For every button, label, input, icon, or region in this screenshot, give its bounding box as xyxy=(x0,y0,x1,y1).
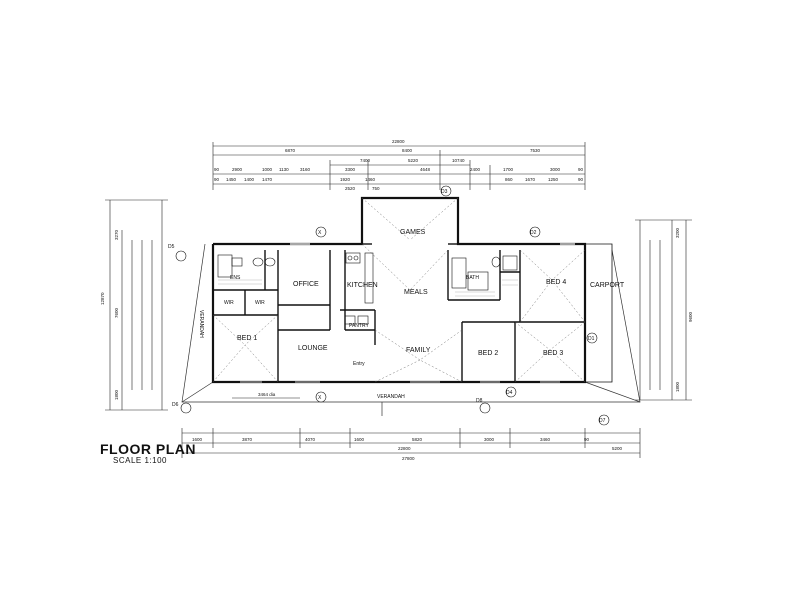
dim-bottom-g: 3460 xyxy=(540,437,551,442)
room-bed4: BED 4 xyxy=(546,279,566,286)
room-wir-1: WIR xyxy=(224,300,234,306)
ceiling-lines xyxy=(212,197,586,383)
marker-d8: D8 xyxy=(476,398,483,404)
room-kitchen: KITCHEN xyxy=(347,282,378,289)
dim-right-c: 1800 xyxy=(675,381,680,392)
label-verandah-front: VERANDAH xyxy=(377,394,405,400)
dim-top-3f: 4648 xyxy=(420,167,431,172)
dim-bottom-f: 3000 xyxy=(484,437,495,442)
dim-top-4k: 1250 xyxy=(548,177,559,182)
dim-top-4j: 1670 xyxy=(525,177,536,182)
fixtures xyxy=(217,252,518,325)
dim-top-4e: 1920 xyxy=(340,177,351,182)
room-pantry: PANTRY xyxy=(349,323,369,329)
dim-top-4l: 90 xyxy=(578,177,584,182)
verandah-outline xyxy=(181,243,641,416)
verandah-width: 3464 dia xyxy=(258,392,276,397)
dim-bottom-c: 4070 xyxy=(305,437,316,442)
dim-bottom-1a: 22800 xyxy=(398,446,411,451)
dim-top-3g: 2400 xyxy=(470,167,481,172)
dim-top-4f: 1460 xyxy=(365,177,376,182)
room-games: GAMES xyxy=(400,229,426,236)
room-bed3: BED 3 xyxy=(543,350,563,357)
dim-left-d: 1800 xyxy=(114,389,119,400)
plan-title: FLOOR PLAN xyxy=(100,441,196,457)
dim-top-3j: 90 xyxy=(578,167,584,172)
dim-top-4d: 1470 xyxy=(262,177,273,182)
bottom-dimensions xyxy=(181,428,641,458)
dim-bottom-h: 90 xyxy=(584,437,590,442)
dim-top-4h: 750 xyxy=(372,186,380,191)
dim-top-3c: 1000 xyxy=(262,167,273,172)
room-ens: ENS xyxy=(230,275,241,281)
windows xyxy=(240,243,575,383)
plan-scale: SCALE 1:100 xyxy=(113,456,167,465)
room-bed1: BED 1 xyxy=(237,335,257,342)
room-meals: MEALS xyxy=(404,289,428,296)
markers xyxy=(175,185,610,426)
dim-top-1a: 6870 xyxy=(285,148,296,153)
room-carport: CARPORT xyxy=(590,282,625,289)
room-wir-2: WIR xyxy=(255,300,265,306)
marker-x-bottom: X xyxy=(318,395,322,401)
label-verandah-side: VERANDAH xyxy=(198,310,204,338)
room-lounge: LOUNGE xyxy=(298,345,328,352)
room-family: FAMILY xyxy=(406,347,431,354)
tile-pattern xyxy=(218,279,518,297)
marker-d1: D1 xyxy=(588,336,595,342)
dim-top-1b: 8400 xyxy=(402,148,413,153)
dim-bottom-total: 27800 xyxy=(402,456,415,461)
dim-top-4g: 2520 xyxy=(345,186,356,191)
dim-right-a: 9600 xyxy=(688,311,693,322)
right-dimensions xyxy=(635,219,692,401)
dim-top-4b: 1450 xyxy=(226,177,237,182)
dim-right-b: 3200 xyxy=(675,227,680,238)
dim-left-a: 12870 xyxy=(100,292,105,305)
top-dimensions xyxy=(212,142,586,190)
dim-top-3e: 3300 xyxy=(345,167,356,172)
dim-top-2c: 5220 xyxy=(408,158,419,163)
marker-d5: D5 xyxy=(168,244,175,250)
dim-top-4i: 860 xyxy=(505,177,513,182)
dim-top-2b: 7400 xyxy=(360,158,371,163)
dim-top-3b: 2900 xyxy=(232,167,243,172)
dim-top-3i: 3000 xyxy=(550,167,561,172)
dim-top-total: 22800 xyxy=(392,139,405,144)
room-office: OFFICE xyxy=(293,281,319,288)
dim-top-3a: 90 xyxy=(214,167,220,172)
marker-d2: D2 xyxy=(530,230,537,236)
room-bath: BATH xyxy=(466,275,479,281)
marker-d6: D6 xyxy=(172,402,179,408)
dim-top-4c: 1400 xyxy=(244,177,255,182)
dim-top-4a: 90 xyxy=(214,177,220,182)
dim-top-3h: 1700 xyxy=(503,167,514,172)
room-entry: Entry xyxy=(353,361,365,367)
internal-walls xyxy=(213,243,585,382)
dim-top-2d: 10740 xyxy=(452,158,465,163)
dim-top-2a: 3160 xyxy=(300,167,311,172)
dim-bottom-e: 5820 xyxy=(412,437,423,442)
dim-top-1c: 7530 xyxy=(530,148,541,153)
marker-d7: D7 xyxy=(599,418,606,424)
left-dimensions xyxy=(105,199,168,411)
dim-top-3d: 1130 xyxy=(279,167,289,172)
dim-left-c: 3270 xyxy=(114,229,119,240)
dim-bottom-a: 1600 xyxy=(192,437,203,442)
marker-d4: D4 xyxy=(506,390,513,396)
dim-left-b: 7600 xyxy=(114,307,119,318)
dim-bottom-b: 3870 xyxy=(242,437,253,442)
marker-x-top: X xyxy=(318,230,322,236)
room-bed2: BED 2 xyxy=(478,350,498,357)
dim-bottom-d: 1600 xyxy=(354,437,365,442)
marker-d3: D3 xyxy=(441,189,448,195)
dim-bottom-1b: 5200 xyxy=(612,446,623,451)
